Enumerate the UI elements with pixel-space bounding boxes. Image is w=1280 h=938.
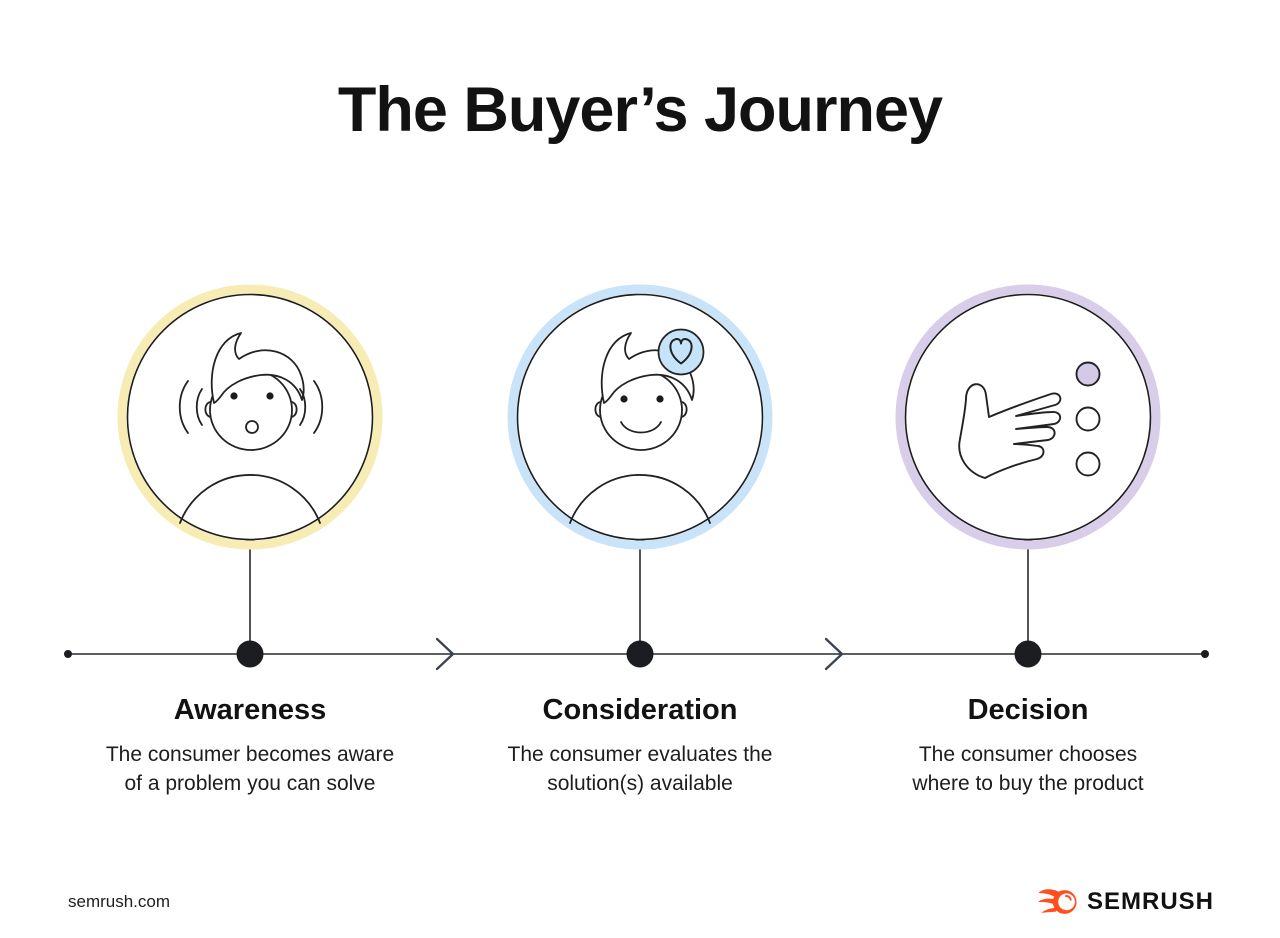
- consideration-ring: [507, 284, 773, 550]
- left-eye: [620, 395, 628, 403]
- stage-name-decision: Decision: [967, 694, 1089, 726]
- heart-badge: [657, 328, 705, 376]
- choosing-hand-icon: [958, 361, 1101, 479]
- decision-illustration: [895, 284, 1161, 550]
- description-line: of a problem you can solve: [124, 772, 376, 795]
- semrush-flame-icon: [1037, 889, 1077, 914]
- page-title: The Buyer’s Journey: [337, 75, 943, 145]
- decision-label-block: Decision The consumer chooses where to b…: [818, 694, 1238, 798]
- right-ear: [290, 401, 298, 418]
- sound-wave-right-inner: [299, 388, 307, 426]
- sound-wave-left-outer: [178, 380, 189, 434]
- decision-node-dot: [1014, 640, 1042, 668]
- smile-mouth: [620, 421, 662, 434]
- stage-description-awareness: The consumer becomes aware of a problem …: [40, 740, 460, 798]
- left-eye: [230, 392, 238, 400]
- arrow-chevron-1: [435, 637, 455, 671]
- awareness-ring: [117, 284, 383, 550]
- sound-wave-right-outer: [313, 380, 324, 434]
- flame-bottom: [1041, 907, 1058, 913]
- heart-icon: [669, 337, 693, 365]
- awareness-illustration: [117, 284, 383, 550]
- hair: [210, 332, 305, 404]
- website-url: semrush.com: [68, 892, 171, 911]
- decision-ring: [895, 284, 1161, 550]
- shoulders: [179, 474, 321, 524]
- description-line: where to buy the product: [912, 772, 1144, 795]
- shoulders: [569, 474, 711, 524]
- consideration-node-dot: [626, 640, 654, 668]
- awareness-node-dot: [236, 640, 264, 668]
- hair: [600, 332, 695, 404]
- description-line: The consumer evaluates the: [507, 743, 773, 766]
- right-eye: [266, 392, 274, 400]
- interested-person-icon: [569, 328, 711, 524]
- consideration-label-block: Consideration The consumer evaluates the…: [430, 694, 850, 798]
- description-line: solution(s) available: [547, 772, 733, 795]
- stage-description-consideration: The consumer evaluates the solution(s) a…: [430, 740, 850, 798]
- option-dot-selected: [1075, 361, 1101, 387]
- timeline-end-dot: [1201, 650, 1209, 658]
- comet-shine-arc: [1065, 895, 1072, 901]
- pointing-hand: [958, 383, 1062, 479]
- description-line: The consumer becomes aware: [105, 743, 395, 766]
- semrush-logo: SEMRUSH: [1037, 886, 1214, 918]
- surprised-mouth: [245, 420, 259, 434]
- right-ear: [680, 401, 688, 418]
- stage-name-awareness: Awareness: [173, 694, 327, 726]
- flame-middle: [1037, 898, 1057, 904]
- left-ear: [204, 401, 212, 418]
- left-ear: [594, 401, 602, 418]
- listening-person-icon: [178, 332, 324, 524]
- brand-wordmark: SEMRUSH: [1086, 888, 1214, 915]
- sound-wave-left-inner: [195, 388, 203, 426]
- right-eye: [656, 395, 664, 403]
- consideration-illustration: [507, 284, 773, 550]
- option-dot-3: [1075, 451, 1101, 477]
- arrow-chevron-2: [824, 637, 844, 671]
- timeline-start-dot: [64, 650, 72, 658]
- awareness-label-block: Awareness The consumer becomes aware of …: [40, 694, 460, 798]
- option-dot-2: [1075, 406, 1101, 432]
- stage-name-consideration: Consideration: [542, 694, 738, 726]
- flame-top: [1038, 889, 1060, 897]
- description-line: The consumer chooses: [918, 743, 1138, 766]
- stage-description-decision: The consumer chooses where to buy the pr…: [818, 740, 1238, 798]
